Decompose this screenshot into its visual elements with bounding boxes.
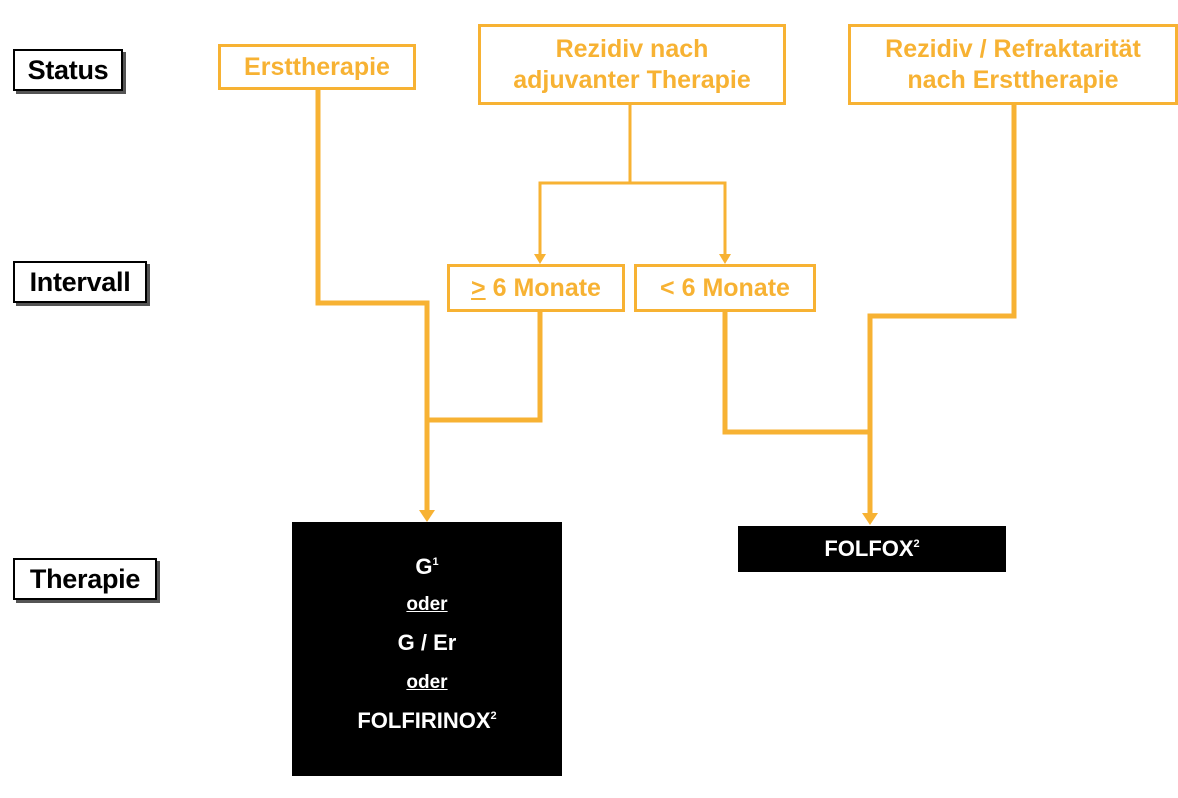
therapy-folfirinox: FOLFIRINOX2 — [357, 708, 496, 734]
therapy-folfox: FOLFOX2 — [824, 536, 919, 562]
row-label-status-text: Status — [27, 54, 109, 85]
interval-box-lt-6-monate: < 6 Monate — [634, 264, 816, 312]
therapy-g: G1 — [415, 554, 438, 580]
row-label-therapie-text: Therapie — [29, 563, 141, 594]
row-label-intervall-text: Intervall — [29, 266, 131, 297]
therapy-g-text: G — [415, 554, 433, 579]
therapy-box-right: FOLFOX2 — [738, 526, 1006, 572]
row-label-intervall: Intervall — [13, 261, 147, 303]
therapy-folfirinox-text: FOLFIRINOX — [357, 708, 491, 733]
status-rezidiv-refraktaritaet-line2: nach Ersttherapie — [907, 65, 1119, 94]
ge-symbol: > — [471, 273, 486, 302]
therapy-box-left: G1 oder G / Er oder FOLFIRINOX2 — [292, 522, 562, 776]
arrowhead-lt6 — [719, 254, 731, 264]
therapy-oder-1: oder — [406, 594, 448, 615]
arrowhead-right — [862, 513, 878, 525]
connector-adjuvant-split-right — [630, 181, 727, 257]
connector-adjuvant-split — [538, 104, 632, 257]
interval-box-ge-6-monate: > 6 Monate — [447, 264, 625, 312]
lt-6-monate-text: < 6 Monate — [660, 273, 790, 302]
connector-ge6-merge — [427, 311, 543, 423]
status-ersttherapie-text: Ersttherapie — [244, 52, 390, 81]
status-rezidiv-adjuvant-line2: adjuvanter Therapie — [513, 65, 751, 94]
ge-6-monate-text: 6 Monate — [485, 273, 601, 302]
status-box-ersttherapie: Ersttherapie — [218, 44, 416, 90]
therapy-folfirinox-footnote: 2 — [490, 710, 497, 722]
connector-lt6 — [722, 311, 870, 435]
row-label-therapie: Therapie — [13, 558, 157, 600]
therapy-g-footnote: 1 — [432, 556, 439, 568]
connector-refraktaritaet — [867, 105, 1017, 515]
status-box-rezidiv-refraktaritaet: Rezidiv / Refraktarität nach Ersttherapi… — [848, 24, 1178, 105]
status-box-rezidiv-adjuvant: Rezidiv nach adjuvanter Therapie — [478, 24, 786, 105]
status-rezidiv-adjuvant-line1: Rezidiv nach — [555, 34, 709, 63]
arrowhead-left — [419, 510, 435, 522]
row-label-status: Status — [13, 49, 123, 91]
status-rezidiv-refraktaritaet-line1: Rezidiv / Refraktarität — [885, 34, 1141, 63]
therapy-folfox-footnote: 2 — [913, 538, 920, 550]
therapy-folfox-text: FOLFOX — [824, 536, 914, 561]
arrowhead-ge6 — [534, 254, 546, 264]
connector-ersttherapie — [315, 90, 430, 512]
therapy-oder-2: oder — [406, 672, 448, 693]
therapy-g-er: G / Er — [397, 630, 457, 655]
